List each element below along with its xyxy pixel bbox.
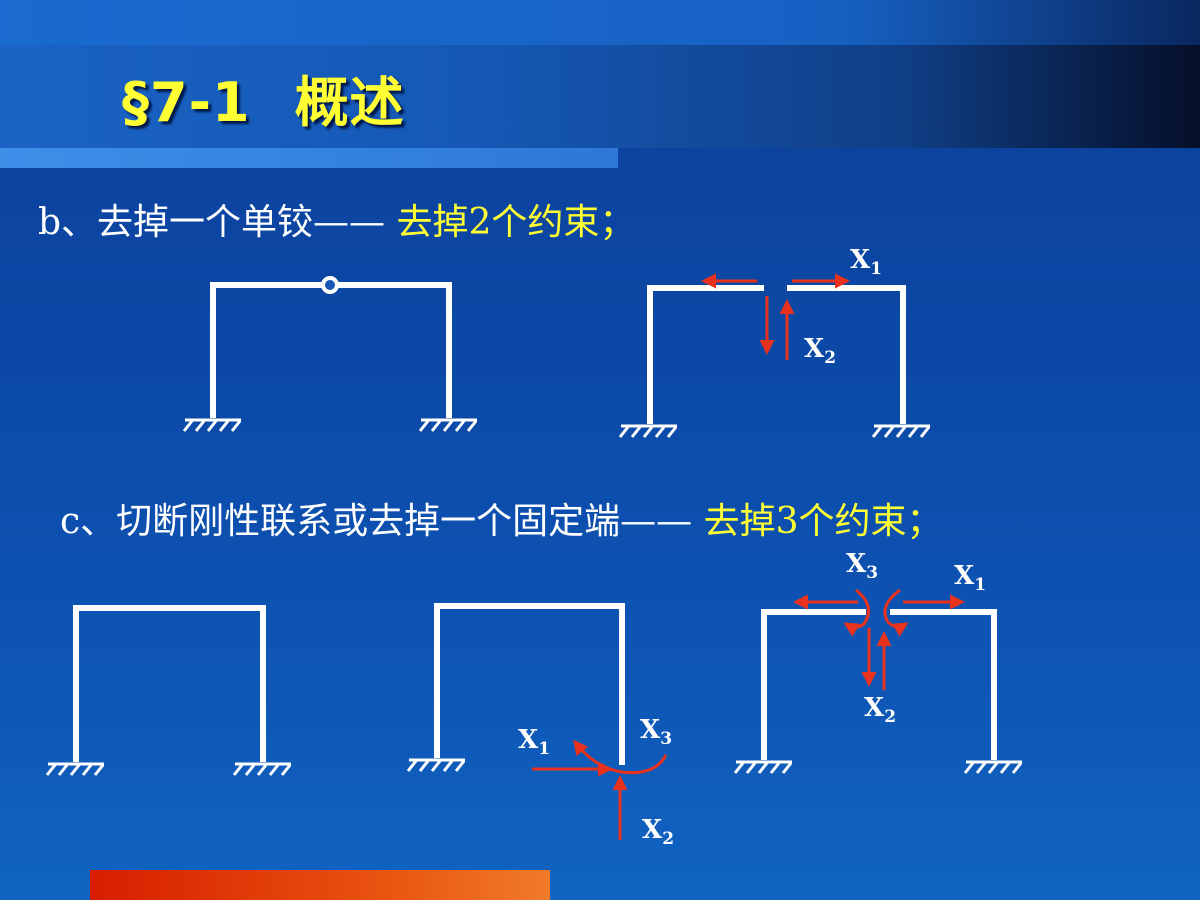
label-c2-x2: X2 [642, 815, 674, 849]
fixed-support [963, 760, 1023, 774]
item-c-prefix: c、切断刚性联系或去掉一个固定端—— [60, 501, 693, 542]
label-c3-x2: X2 [864, 693, 896, 727]
section-number: §7-1 [122, 71, 251, 134]
item-c-text: c、切断刚性联系或去掉一个固定端—— 去掉3个约束； [60, 492, 943, 544]
label-b-x1: X1 [850, 245, 882, 279]
label-c2-x1: X1 [518, 725, 550, 759]
force-arrows-c3 [793, 588, 965, 690]
label-b-x2: X2 [804, 334, 836, 368]
label-c3-x1: X1 [954, 561, 986, 595]
fixed-support [733, 760, 793, 774]
frame-b-hinged [210, 276, 452, 418]
header-underline [0, 148, 618, 168]
header-top-strip [0, 0, 1200, 45]
fixed-support [45, 762, 105, 776]
item-b-text: b、去掉一个单铰—— 去掉2个约束； [38, 193, 635, 245]
item-c-highlight: 去掉3个约束； [703, 501, 943, 542]
fixed-support [871, 424, 931, 438]
force-arrows-b [701, 273, 850, 360]
force-arrows-c2 [532, 739, 668, 840]
bottom-accent-bar [90, 870, 550, 900]
item-b-prefix: b、去掉一个单铰—— [38, 202, 386, 243]
frame-b-released [647, 285, 906, 424]
fixed-support [232, 762, 292, 776]
fixed-support [618, 424, 678, 438]
item-b-highlight: 去掉2个约束； [396, 202, 636, 243]
section-name: 概述 [294, 71, 405, 134]
frame-c-beam-cut [761, 609, 997, 760]
frame-c-fixed [73, 605, 266, 762]
fixed-support [406, 758, 466, 772]
fixed-support [182, 418, 242, 432]
slide-title: §7-1 概述 [122, 58, 405, 137]
label-c2-x3: X3 [640, 715, 672, 749]
frame-c-support-removed [434, 603, 625, 765]
label-c3-x3: X3 [846, 549, 878, 583]
fixed-support [418, 418, 478, 432]
